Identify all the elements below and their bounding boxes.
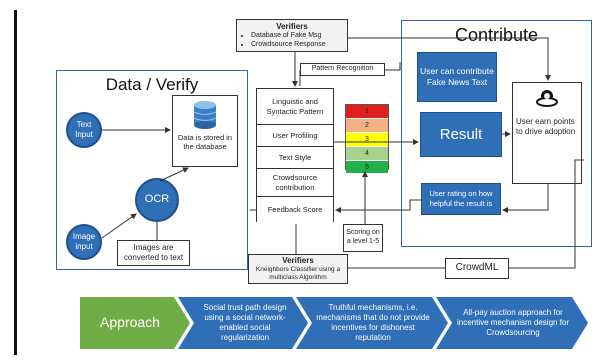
data-verify-title: Data / Verify — [105, 75, 199, 94]
scoring-caption: Scoring on a level 1-5 — [346, 229, 380, 245]
score-level-3-label: 3 — [365, 136, 369, 143]
database-box: Data is stored in the database — [172, 95, 238, 167]
verifiers-top-title: Verifiers — [276, 22, 308, 31]
crowdml-label: CrowdML — [455, 262, 499, 274]
feature-crowdsource-label: Crowdsource contribution — [272, 173, 318, 192]
feature-crowdsource: Crowdsource contribution — [257, 169, 333, 197]
score-stack: 1 2 3 4 5 — [345, 104, 389, 173]
approach-label: Approach — [100, 314, 160, 331]
verifiers-bottom-text: Kneighbors Classifier using a multiclass… — [255, 265, 341, 281]
text-input-node: Text Input — [66, 112, 102, 148]
score-level-1-label: 1 — [365, 108, 369, 115]
pattern-recognition-box: Pattern Recognition — [300, 63, 385, 76]
database-icon — [193, 101, 217, 129]
score-level-5-label: 5 — [365, 163, 369, 171]
step-chevron-shape-3 — [436, 297, 588, 349]
result-label: Result — [439, 125, 483, 143]
approach-chevron-shape — [80, 297, 190, 349]
image-input-node: Image input — [66, 224, 102, 260]
crowdml-box: CrowdML — [445, 258, 509, 279]
images-converted-box: Images are converted to text — [117, 240, 190, 266]
ocr-label: OCR — [144, 193, 170, 206]
feature-text-style-label: Text Style — [278, 152, 312, 162]
verifiers-top-list: Database of Fake Msg Crowdsource Respons… — [241, 32, 326, 50]
score-level-5: 5 — [346, 161, 388, 173]
verifiers-bottom-box: Verifiers Kneighbors Classifier using a … — [248, 254, 348, 284]
database-label: Data is stored in the database — [177, 133, 233, 152]
contribute-title: Contribute — [454, 25, 539, 45]
image-input-label: Image input — [72, 232, 96, 251]
pattern-recognition-label: Pattern Recognition — [311, 65, 374, 73]
step-chevron-shape-1 — [178, 297, 308, 349]
feature-feedback-score: Feedback Score — [257, 197, 333, 223]
feature-feedback-score-label: Feedback Score — [267, 205, 323, 215]
score-level-2-label: 2 — [365, 122, 369, 129]
score-level-3: 3 — [346, 133, 388, 147]
feature-linguistic-label: Linguistic and Syntactic Pattern — [266, 97, 324, 116]
user-points-label: User earn points to drive adoption — [516, 117, 576, 136]
user-points-box: User earn points to drive adoption — [512, 82, 582, 184]
approach-step-2: Truthful mechanisms, i.e. mechanisms tha… — [316, 303, 430, 342]
verifiers-top-box: Verifiers Database of Fake Msg Crowdsour… — [236, 19, 348, 52]
images-converted-label: Images are converted to text — [123, 243, 184, 262]
score-level-4: 4 — [346, 147, 388, 161]
feature-user-profiling: User Profiling — [257, 125, 333, 147]
contribute-fake-news-box: User can contribute Fake News Text — [417, 52, 497, 102]
approach-step-1: Social trust path design using a social … — [203, 303, 287, 342]
score-level-4-label: 4 — [365, 150, 369, 157]
scoring-caption-box: Scoring on a level 1-5 — [343, 224, 383, 252]
text-input-label: Text Input — [75, 120, 93, 139]
score-level-1: 1 — [346, 105, 388, 119]
contribute-fake-news-label: User can contribute Fake News Text — [420, 65, 494, 87]
user-rating-box: User rating on how helpful the result is — [421, 183, 501, 215]
feature-linguistic: Linguistic and Syntactic Pattern — [257, 89, 333, 125]
verifiers-top-item: Crowdsource Response — [251, 41, 326, 50]
feature-text-style: Text Style — [257, 147, 333, 169]
left-border-line — [14, 10, 17, 355]
features-stack: Linguistic and Syntactic Pattern User Pr… — [256, 88, 334, 223]
ocr-node: OCR — [135, 178, 179, 222]
verifiers-bottom-title: Verifiers — [282, 255, 314, 265]
user-rating-label: User rating on how helpful the result is — [429, 189, 493, 208]
feature-user-profiling-label: User Profiling — [272, 130, 318, 140]
approach-step-3: All-pay auction approach for incentive m… — [456, 308, 570, 337]
score-level-2: 2 — [346, 119, 388, 133]
verifiers-top-item: Database of Fake Msg — [251, 32, 326, 41]
user-icon — [536, 90, 558, 107]
result-box: Result — [420, 112, 502, 157]
step-chevron-shape-2 — [296, 297, 448, 349]
